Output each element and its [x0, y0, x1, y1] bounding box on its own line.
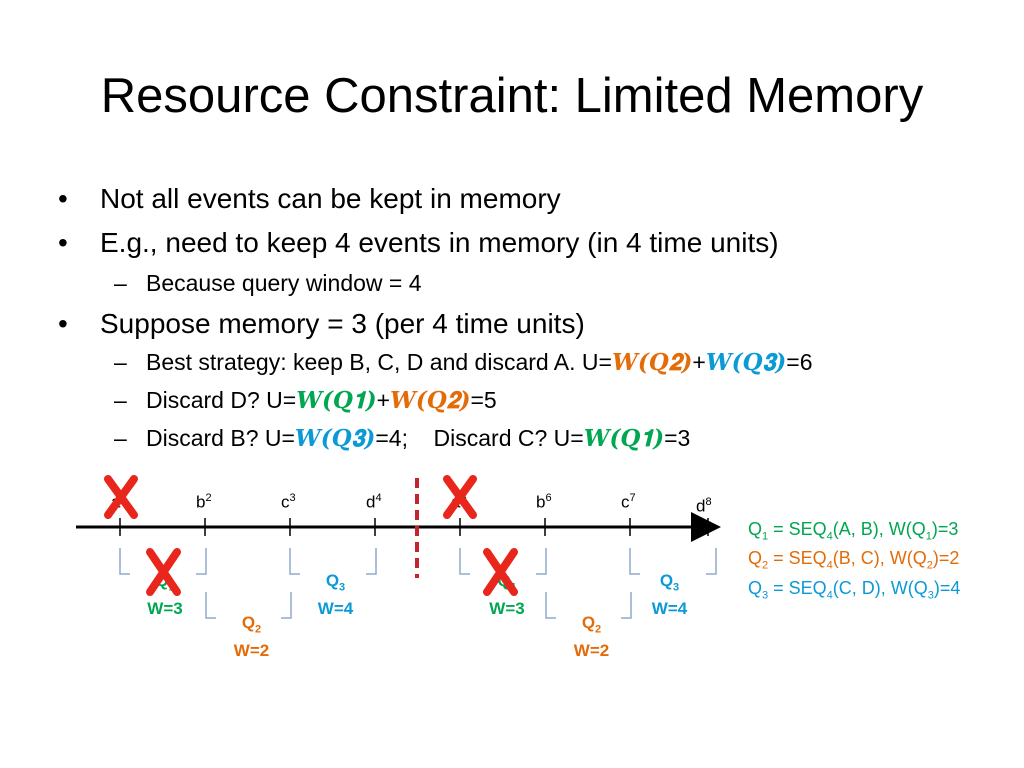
query-brackets: [119, 548, 717, 619]
sub-bullet-window: – Because query window = 4: [114, 268, 422, 298]
weight-q2: 𝑾(𝑸𝟐): [611, 349, 693, 376]
legend-q3: Q3 = SEQ4(C, D), W(Q3)=4: [748, 578, 961, 602]
sub-bullet-text: Discard B? U=: [146, 425, 295, 451]
sub-bullet-text: Discard D? U=: [146, 387, 297, 413]
plus-sign: +: [692, 349, 706, 375]
bracket-q2-left: [205, 592, 216, 619]
cross-mark-icon: [104, 475, 138, 519]
weight-q2: 𝑾(𝑸𝟐): [390, 387, 471, 414]
bullet-dot: •: [58, 227, 68, 258]
bracket-q1-left: [119, 548, 130, 575]
dash-marker: –: [114, 349, 127, 375]
bullet-keep-4-events: • E.g., need to keep 4 events in memory …: [58, 225, 779, 261]
event-d4: d4: [366, 492, 382, 512]
bracket-q3b-left: [629, 548, 640, 575]
bullet-text: E.g., need to keep 4 events in memory (i…: [100, 227, 779, 258]
bracket-q1b-left: [459, 548, 470, 575]
event-c3: c3: [281, 492, 296, 512]
legend-q2: Q2 = SEQ4(B, C), W(Q2)=2: [748, 548, 960, 572]
bracket-q1-right: [196, 548, 207, 575]
dash-marker: –: [114, 425, 127, 451]
utility-value: =5: [470, 387, 497, 413]
bracket-q1b-right: [536, 548, 547, 575]
weight-q3: 𝑾(𝑸𝟑): [294, 425, 376, 452]
bracket-q2b-right: [621, 592, 632, 619]
sub-bullet-discard-d: – Discard D? U=𝑾(𝑸𝟏)+𝑾(𝑸𝟐)=5: [114, 385, 497, 416]
sub-bullet-text: =4; Discard C? U=: [375, 425, 584, 451]
weight-q1: 𝑾(𝑸𝟏): [296, 387, 377, 414]
bracket-q3b-right: [706, 548, 717, 575]
event-d8: d8: [696, 496, 712, 516]
bracket-q2b-left: [545, 592, 556, 619]
weight-q1: 𝑾(𝑸𝟏): [583, 425, 665, 452]
event-b6: b6: [536, 492, 552, 512]
slide-title: Resource Constraint: Limited Memory: [100, 69, 924, 123]
bullet-dot: •: [58, 183, 68, 214]
sub-bullet-discard-b-c: – Discard B? U=𝑾(𝑸𝟑)=4; Discard C? U=𝑾(𝑸…: [114, 423, 691, 454]
bracket-q2-right: [281, 592, 292, 619]
dash-marker: –: [114, 387, 127, 413]
bullet-not-all-events: • Not all events can be kept in memory: [58, 181, 561, 217]
sub-bullet-text: Because query window = 4: [146, 270, 422, 296]
axis-ticks: [119, 518, 709, 536]
dash-marker: –: [114, 270, 127, 296]
utility-value: =3: [664, 425, 691, 451]
plus-sign: +: [376, 387, 391, 413]
sub-bullet-best-strategy: – Best strategy: keep B, C, D and discar…: [114, 347, 813, 378]
sub-bullet-text: Best strategy: keep B, C, D and discard …: [146, 349, 612, 375]
event-b2: b2: [196, 492, 212, 512]
bracket-q3-right: [366, 548, 377, 575]
bracket-q3-left: [289, 548, 300, 575]
cross-mark-icon: [483, 548, 518, 596]
utility-value: =6: [786, 349, 813, 375]
bullet-text: Suppose memory = 3 (per 4 time units): [100, 308, 585, 339]
cross-mark-icon: [146, 548, 181, 596]
cross-mark-icon: [443, 475, 477, 519]
bullet-dot: •: [58, 308, 68, 339]
weight-q3: 𝑾(𝑸𝟑): [705, 349, 787, 376]
bullet-suppose-memory: • Suppose memory = 3 (per 4 time units): [58, 306, 585, 342]
bullet-text: Not all events can be kept in memory: [100, 183, 561, 214]
event-c7: c7: [621, 492, 636, 512]
legend-q1: Q1 = SEQ4(A, B), W(Q1)=3: [748, 519, 959, 543]
